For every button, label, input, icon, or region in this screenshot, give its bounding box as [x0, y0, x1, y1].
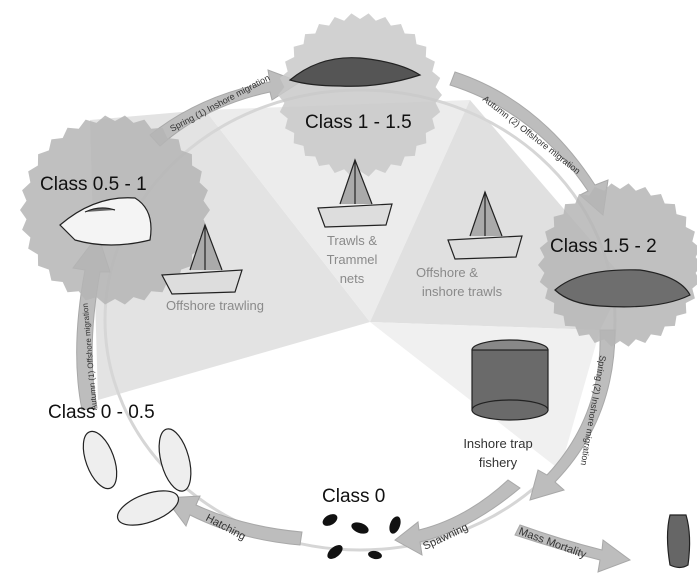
trap-icon — [472, 340, 548, 420]
larva-1 — [77, 427, 124, 493]
label-class-1.5-2: Class 1.5 - 2 — [550, 236, 657, 257]
label-trawls-1: Trawls & — [327, 233, 377, 248]
label-trawls-3: nets — [340, 271, 365, 286]
label-offshore-inshore-1: Offshore & — [416, 265, 478, 280]
label-trap-1: Inshore trap — [463, 436, 532, 451]
arrow-spawning — [395, 480, 520, 555]
label-trawls-2: Trammel — [327, 252, 378, 267]
label-offshore-inshore-2: inshore trawls — [422, 284, 503, 299]
label-offshore-trawling: Offshore trawling — [166, 298, 264, 313]
larva-3 — [113, 484, 183, 532]
label-class-0: Class 0 — [322, 486, 385, 507]
larva-2 — [153, 425, 197, 494]
label-class-0.5-1: Class 0.5 - 1 — [40, 174, 147, 195]
label-class-1-1.5: Class 1 - 1.5 — [305, 112, 412, 133]
label-class-0-0.5: Class 0 - 0.5 — [48, 402, 155, 423]
dead-fish-icon — [668, 515, 690, 568]
eggs — [321, 512, 403, 562]
label-trap-2: fishery — [479, 455, 518, 470]
